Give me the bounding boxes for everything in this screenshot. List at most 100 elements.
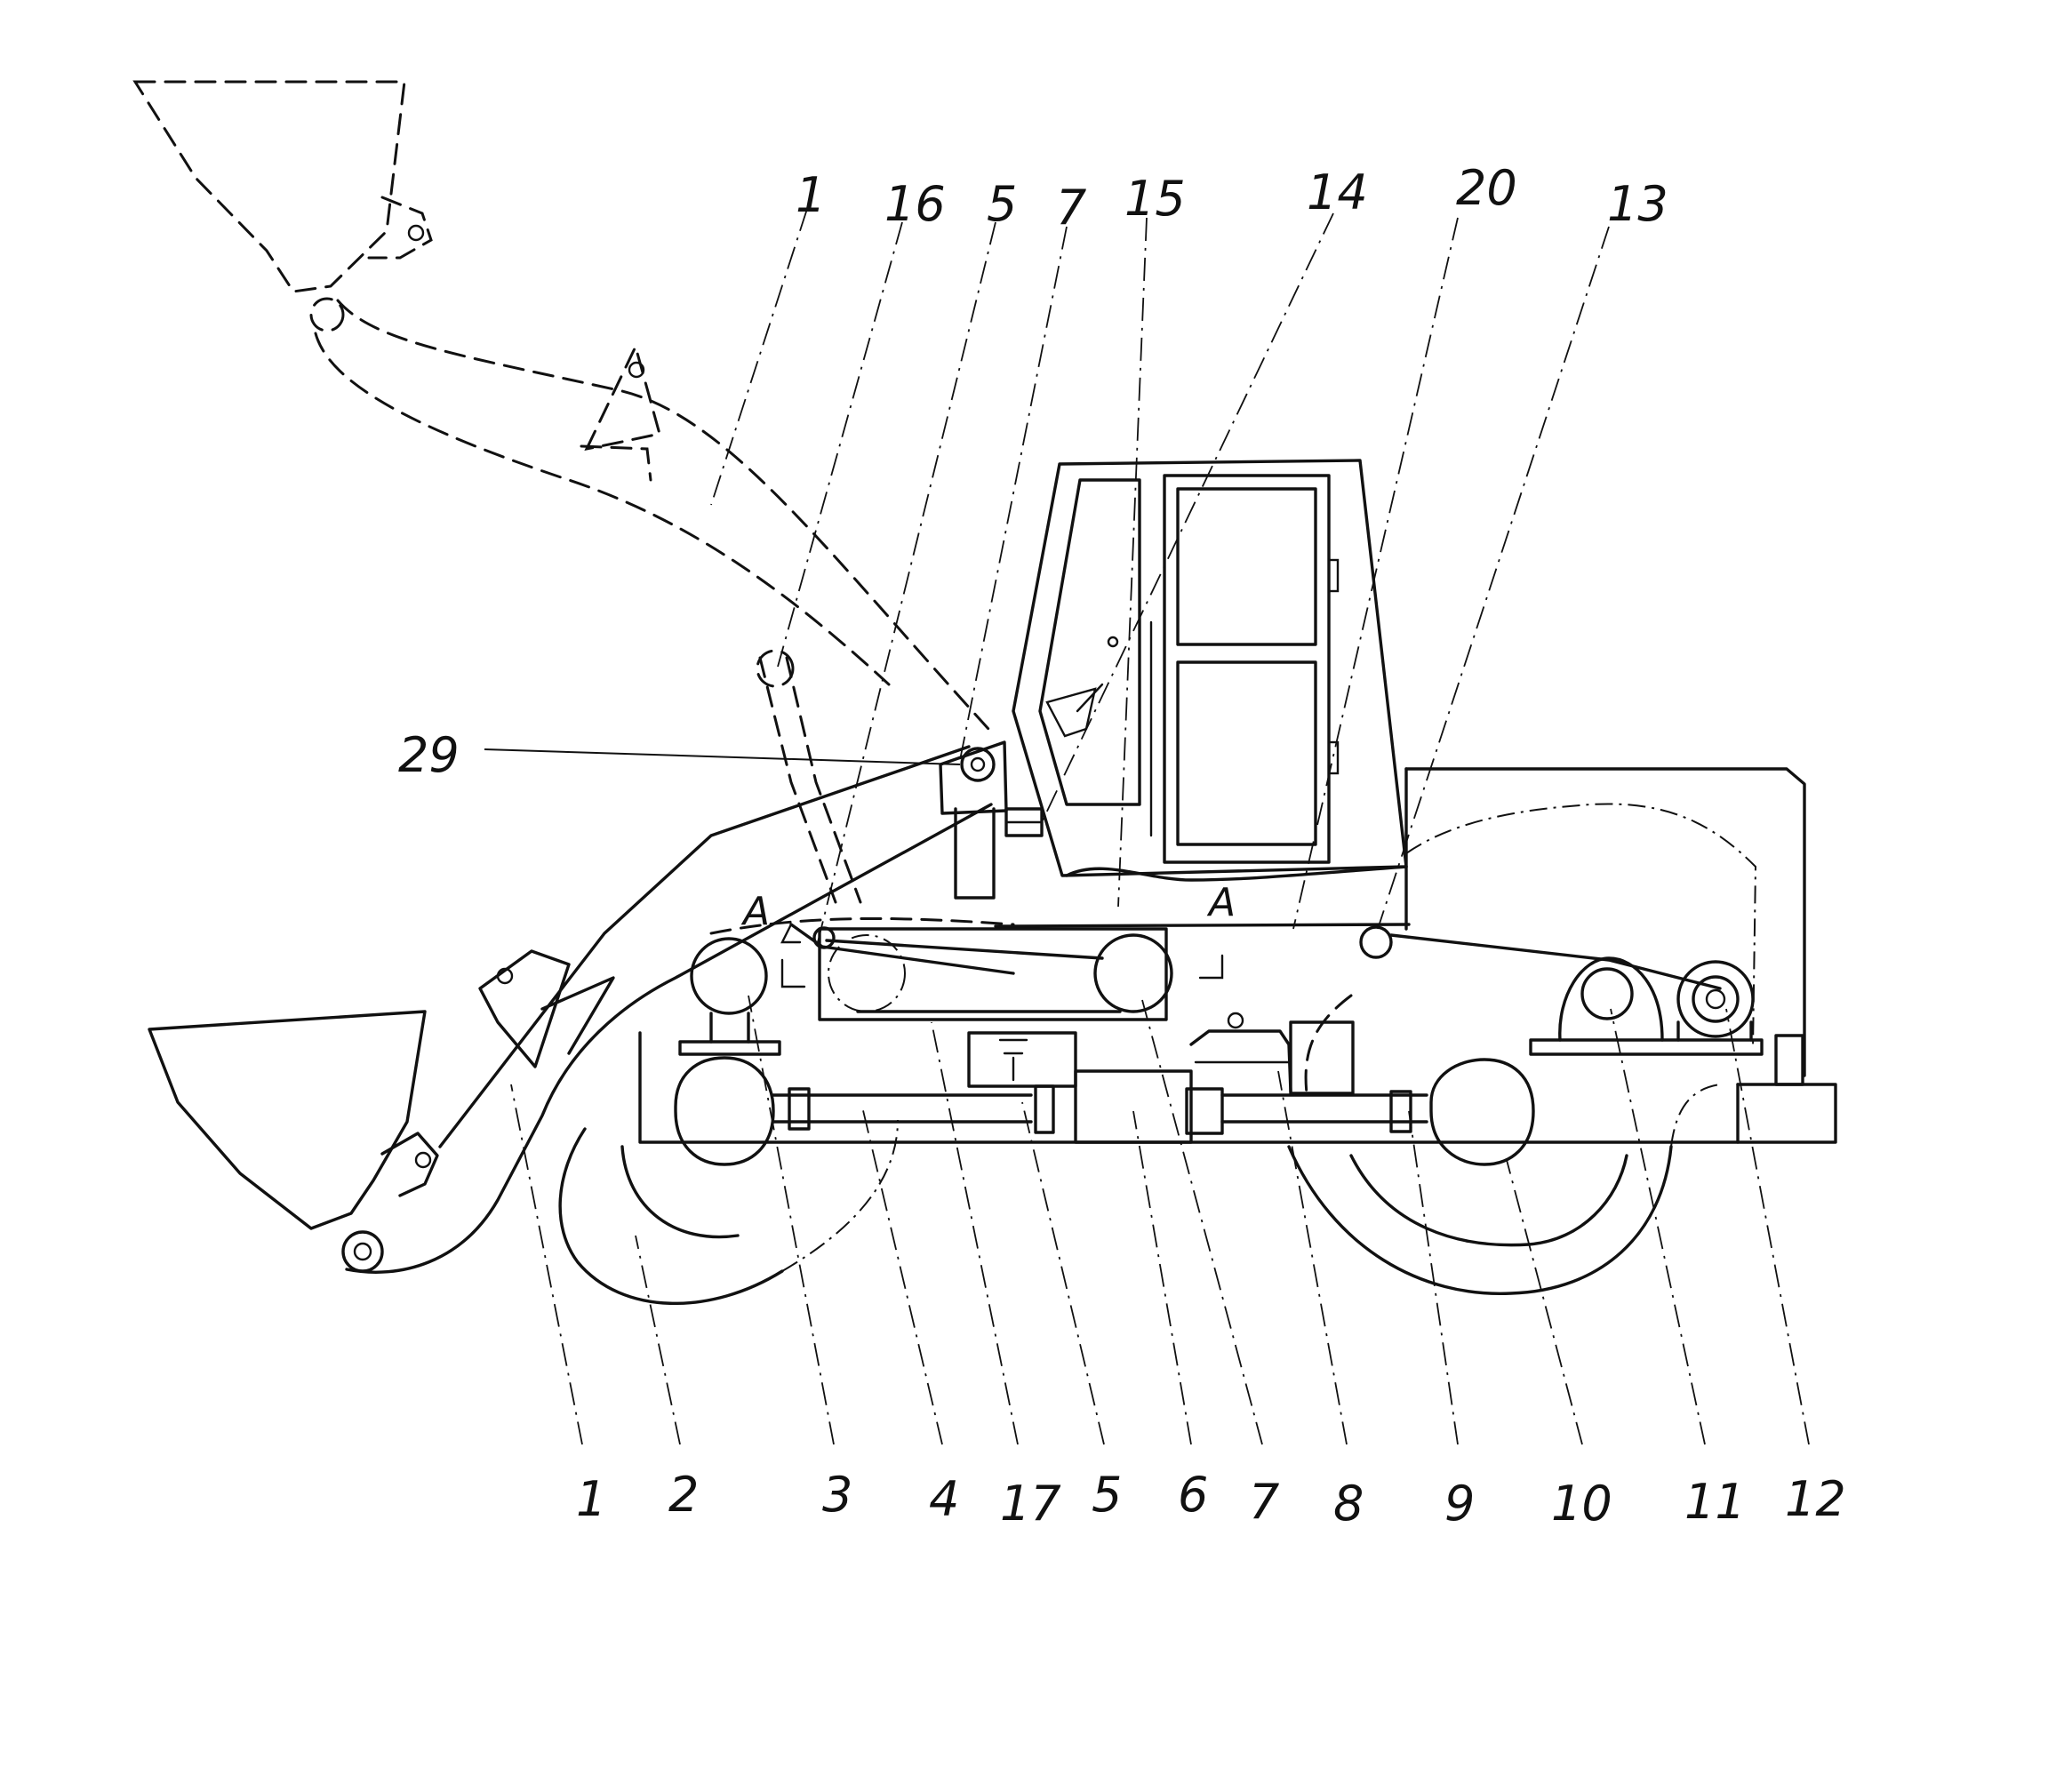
- leader-7-bottom: [1141, 999, 1263, 1445]
- cab-hinge-upper: [1327, 558, 1340, 593]
- label-top-1: 1: [796, 167, 826, 223]
- raised-boom-upper-edge: [336, 299, 990, 731]
- label-top-20: 20: [1456, 160, 1517, 216]
- operator-cab: [1004, 459, 1408, 882]
- rear-u-joint: [1389, 1090, 1412, 1133]
- label-bottom-11: 11: [1684, 1474, 1746, 1530]
- raised-bucket-hinge: [309, 297, 345, 332]
- leader-16: [777, 221, 903, 668]
- label-bottom-6: 6: [1178, 1467, 1208, 1523]
- lowered-bucket-ear: [380, 1132, 439, 1197]
- boom-upper-edge: [438, 745, 971, 1148]
- gearbox-upper: [967, 1031, 1077, 1088]
- rear-bracket: [1774, 1034, 1804, 1086]
- cab-outline: [1012, 459, 1408, 877]
- label-top-7: 7: [1056, 180, 1086, 236]
- front-tire-outer-hidden: [781, 1119, 899, 1272]
- section-mark-group: A A: [740, 880, 1236, 934]
- lowered-bucket-hinge: [341, 1230, 384, 1273]
- tank-filler-cap: [1227, 1012, 1244, 1029]
- label-bottom-9: 9: [1444, 1476, 1475, 1532]
- raised-lever-pin: [628, 361, 645, 379]
- label-bottom-12: 12: [1785, 1471, 1846, 1527]
- leader-3: [748, 995, 835, 1445]
- front-axle-housing: [674, 1056, 775, 1166]
- rear-tire-outer: [1287, 1145, 1673, 1295]
- leader-9: [1408, 1110, 1459, 1445]
- lowered-boom-and-bucket: [148, 740, 1015, 1274]
- lowered-bucket-upper-pin: [414, 1151, 432, 1169]
- raised-bucket-pin: [407, 224, 425, 242]
- raised-cylinder-front: [758, 656, 837, 904]
- pump-drive-belt: [1389, 933, 1722, 990]
- belt-drive-pulley: [828, 934, 906, 1012]
- label-bottom-10: 10: [1551, 1476, 1612, 1532]
- control-lever: [1076, 683, 1104, 713]
- front-pulley-base: [678, 1040, 781, 1056]
- leader-2: [635, 1235, 681, 1445]
- belt-driven-pulley: [1093, 933, 1173, 1013]
- raised-cylinder-back: [785, 656, 862, 904]
- leader-8: [1277, 1070, 1348, 1445]
- frame-hidden-line: [709, 916, 1015, 935]
- rear-tire-hidden: [1670, 1084, 1721, 1148]
- leader-6: [1132, 1110, 1192, 1445]
- leader-7-top: [959, 226, 1068, 761]
- motor-fan-feet: [1676, 1020, 1753, 1042]
- belt-upper: [825, 939, 1104, 960]
- front-pulley: [690, 937, 768, 1015]
- pump-hose-hidden: [1304, 994, 1353, 1095]
- leader-4: [861, 1106, 943, 1445]
- section-bracket-right: [1198, 954, 1224, 980]
- front-pulley-support: [709, 1012, 750, 1044]
- raised-bucket-ear: [367, 196, 433, 260]
- front-drive-shaft: [772, 1093, 1033, 1124]
- label-top-14: 14: [1307, 164, 1368, 220]
- label-bottom-5: 5: [1092, 1467, 1122, 1523]
- leader-11: [1610, 1008, 1706, 1445]
- lowered-bucket-hinge-pin: [353, 1242, 372, 1261]
- boom-pivot-pin-center: [970, 756, 986, 772]
- label-bottom-7: 7: [1249, 1474, 1279, 1530]
- label-top-15: 15: [1124, 171, 1186, 227]
- raised-cylinder-eye: [756, 649, 795, 688]
- label-bottom-1: 1: [576, 1471, 606, 1527]
- leader-17: [931, 1021, 1019, 1445]
- section-mark-left: [780, 923, 802, 944]
- cab-handle: [1107, 636, 1119, 648]
- label-bottom-17: 17: [1000, 1476, 1061, 1532]
- drive-train: [674, 925, 1804, 1166]
- shaft-coupling-left: [1034, 1084, 1055, 1134]
- boom-pivot-pin: [960, 747, 996, 782]
- leader-12: [1725, 1008, 1810, 1445]
- boom-lower-edge: [345, 803, 993, 1274]
- cab-door-window: [1038, 478, 1141, 806]
- label-top-13: 13: [1607, 176, 1668, 232]
- cab-lower-pane: [1176, 660, 1317, 846]
- side-label-group: 29: [398, 727, 460, 783]
- motor-base-plate: [1529, 1038, 1764, 1056]
- hydraulic-tank-body: [1289, 1020, 1355, 1095]
- tilt-lever: [478, 949, 571, 1068]
- leader-1-top: [710, 208, 808, 506]
- raised-lever-tail: [580, 444, 652, 482]
- label-top-5: 5: [987, 176, 1017, 232]
- leader-1-bottom: [510, 1084, 583, 1445]
- front-tire-outer-visible: [558, 1127, 784, 1306]
- transfer-case: [1074, 1069, 1193, 1144]
- cab-side-window-frame: [1163, 474, 1331, 864]
- top-label-group: 1 16 5 7 15 14 20 13: [796, 160, 1668, 236]
- leader-13: [1377, 226, 1610, 930]
- rear-axle-housing: [1429, 1058, 1535, 1166]
- leader-5-bottom: [1021, 1101, 1105, 1445]
- section-a-left: A: [740, 889, 770, 934]
- boom-post: [954, 807, 996, 900]
- raised-boom-and-bucket: [132, 80, 990, 904]
- rear-drive-shaft: [1220, 1093, 1428, 1124]
- tilt-lever-pin: [496, 967, 514, 985]
- section-bracket-left: [780, 958, 806, 988]
- belt-housing: [818, 927, 1168, 1021]
- frame-top-line: [994, 923, 1411, 928]
- leader-lines: [484, 208, 1810, 1445]
